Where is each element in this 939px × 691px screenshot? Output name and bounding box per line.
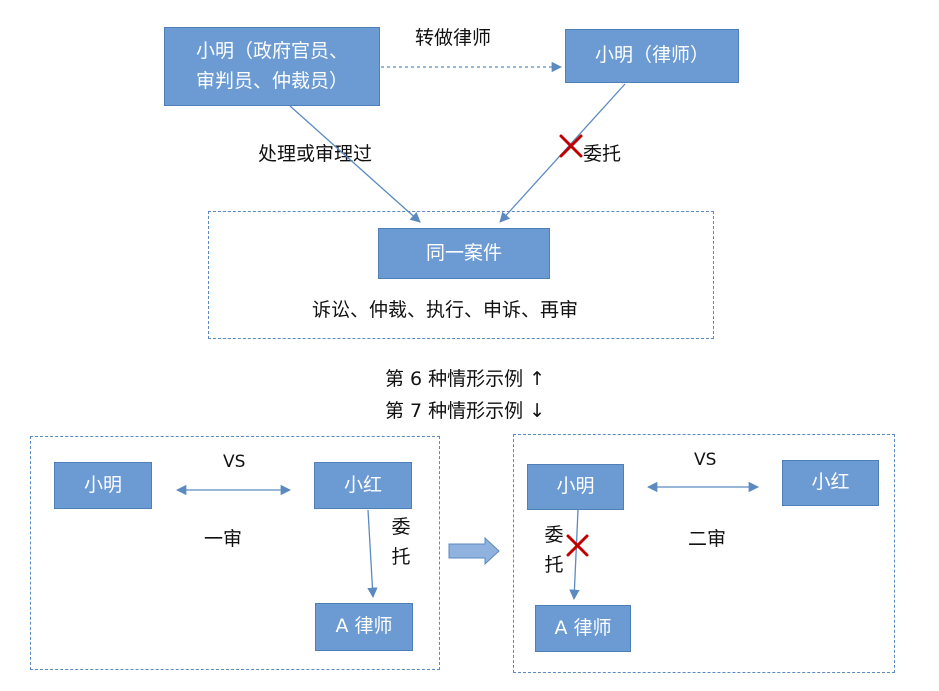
right-xiaoming-box: 小明 [527,464,624,510]
left-xiaoming-box: 小明 [54,462,152,509]
right-xiaohong-label: 小红 [811,471,850,494]
left-lawyer-box: A 律师 [315,603,413,651]
left-entrust-arrow [367,509,378,599]
left-xiaohong-box: 小红 [314,462,412,509]
right-panel [513,434,895,673]
right-entrust-char-2: 托 [544,554,564,576]
left-panel [30,436,440,670]
right-entrust-label: 委 托 [543,520,565,580]
official-box-line-1: 小明（政府官员、 [195,40,348,63]
lawyer-box-label: 小明（律师） [594,44,709,67]
handled-arrow [289,105,421,223]
case-types: 诉讼、仲裁、执行、申诉、再审 [312,299,579,321]
up-arrow-icon: ↑ [529,368,546,390]
example-6-text: 第 6 种情形示例 [385,368,524,390]
official-box-line-2: 审判员、仲裁员） [195,69,348,92]
left-xiaohong-label: 小红 [343,473,382,496]
left-xiaoming-label: 小明 [83,473,122,496]
left-entrust-char-1: 委 [391,516,411,538]
right-xiaoming-label: 小明 [556,475,595,498]
forbidden-x-icon [559,134,583,158]
down-arrow-icon: ↓ [529,400,546,422]
entrust-label: 委托 [583,143,622,165]
right-lawyer-box: A 律师 [535,605,631,652]
transition-arrow-icon [448,536,500,566]
case-box-label: 同一案件 [425,241,502,264]
left-vs-label: VS [223,452,246,472]
left-entrust-char-2: 托 [391,546,411,568]
handled-label: 处理或审理过 [258,143,373,165]
official-box: 小明（政府官员、 审判员、仲裁员） [164,27,380,106]
lawyer-box: 小明（律师） [565,29,739,83]
right-entrust-arrow [569,509,580,601]
right-trial-label: 二审 [688,528,727,550]
left-entrust-label: 委 托 [390,512,412,572]
example-7-text: 第 7 种情形示例 [385,400,524,422]
example-7-caption: 第 7 种情形示例 ↓ [385,396,545,423]
left-trial-label: 一审 [204,528,243,550]
right-forbidden-x-icon [566,534,589,557]
case-box: 同一案件 [378,228,550,279]
example-6-caption: 第 6 种情形示例 ↑ [385,364,545,391]
transfer-label: 转做律师 [415,27,492,49]
case-group [208,211,714,339]
right-entrust-char-1: 委 [544,524,564,546]
left-lawyer-label: A 律师 [335,615,393,638]
right-vs-label: VS [694,450,717,470]
right-lawyer-label: A 律师 [554,616,612,639]
right-xiaohong-box: 小红 [782,460,879,506]
